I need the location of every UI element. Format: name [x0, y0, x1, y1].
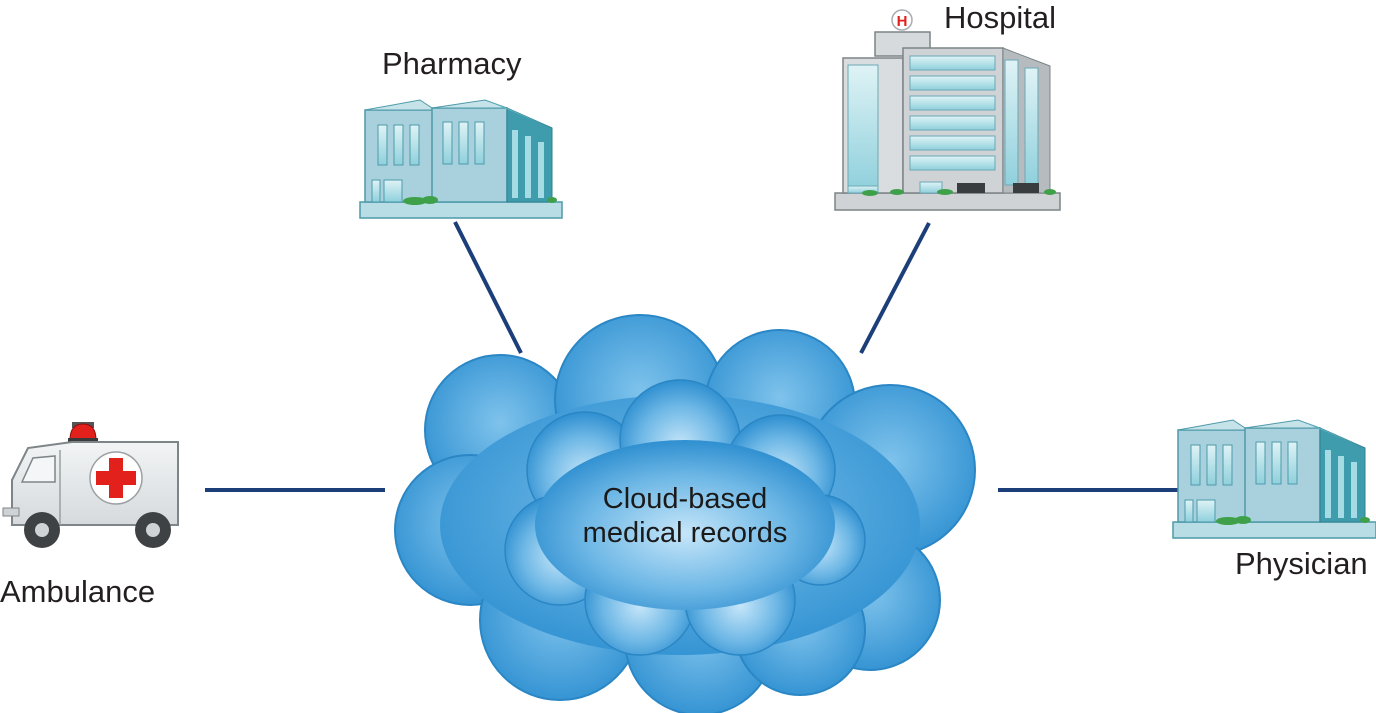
physician-building-icon — [1172, 419, 1376, 539]
hospital-building-icon: H — [834, 9, 1061, 211]
ambulance-icon — [2, 422, 179, 548]
hospital-label: Hospital — [944, 0, 1056, 35]
pharmacy-label: Pharmacy — [382, 46, 522, 81]
svg-text:H: H — [897, 13, 908, 30]
connector-pharmacy — [453, 221, 523, 354]
cloud-label: Cloud-based medical records — [535, 482, 835, 550]
connector-hospital — [859, 222, 931, 354]
ambulance-label: Ambulance — [0, 574, 156, 609]
cloud-icon — [394, 314, 976, 713]
physician-label: Physician — [1235, 546, 1368, 581]
cloud-label-line1: Cloud-based — [602, 483, 768, 515]
connector-lines — [205, 221, 1178, 492]
pharmacy-building-icon — [359, 99, 563, 219]
cloud-label-line2: medical records — [582, 517, 788, 549]
